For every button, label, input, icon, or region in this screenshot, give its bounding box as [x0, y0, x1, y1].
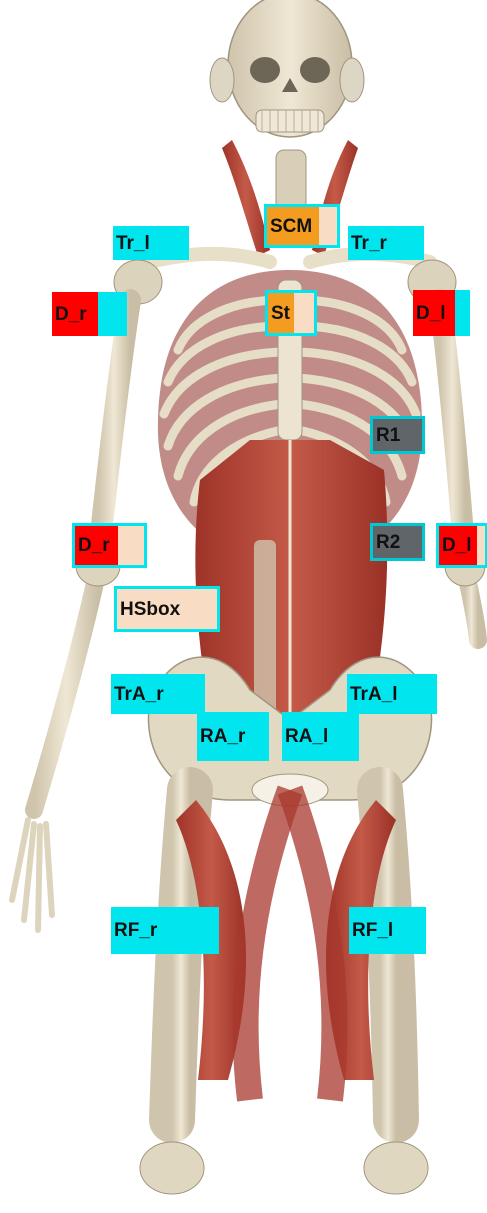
- label-r1: R1: [370, 416, 425, 454]
- label-d-r-upper: D_r: [52, 292, 127, 336]
- label-st: St: [265, 290, 317, 336]
- label-hsbox: HSbox: [114, 586, 220, 632]
- legs: [140, 790, 428, 1194]
- label-rf-l: RF_l: [349, 907, 426, 954]
- label-tr-l: Tr_l: [113, 226, 189, 260]
- label-ra-l: RA_l: [282, 712, 359, 761]
- label-d-l-upper: D_l: [413, 290, 470, 336]
- skull: [210, 0, 364, 137]
- label-rf-r: RF_r: [111, 907, 219, 954]
- label-d-r-lower: D_r: [72, 523, 147, 568]
- label-scm: SCM: [264, 204, 340, 248]
- label-d-l-lower: D_l: [436, 523, 487, 568]
- label-tra-r: TrA_r: [111, 674, 205, 714]
- label-tr-r: Tr_r: [348, 226, 424, 260]
- label-ra-r: RA_r: [197, 712, 269, 761]
- label-r2: R2: [370, 523, 425, 561]
- label-tra-l: TrA_l: [347, 674, 437, 714]
